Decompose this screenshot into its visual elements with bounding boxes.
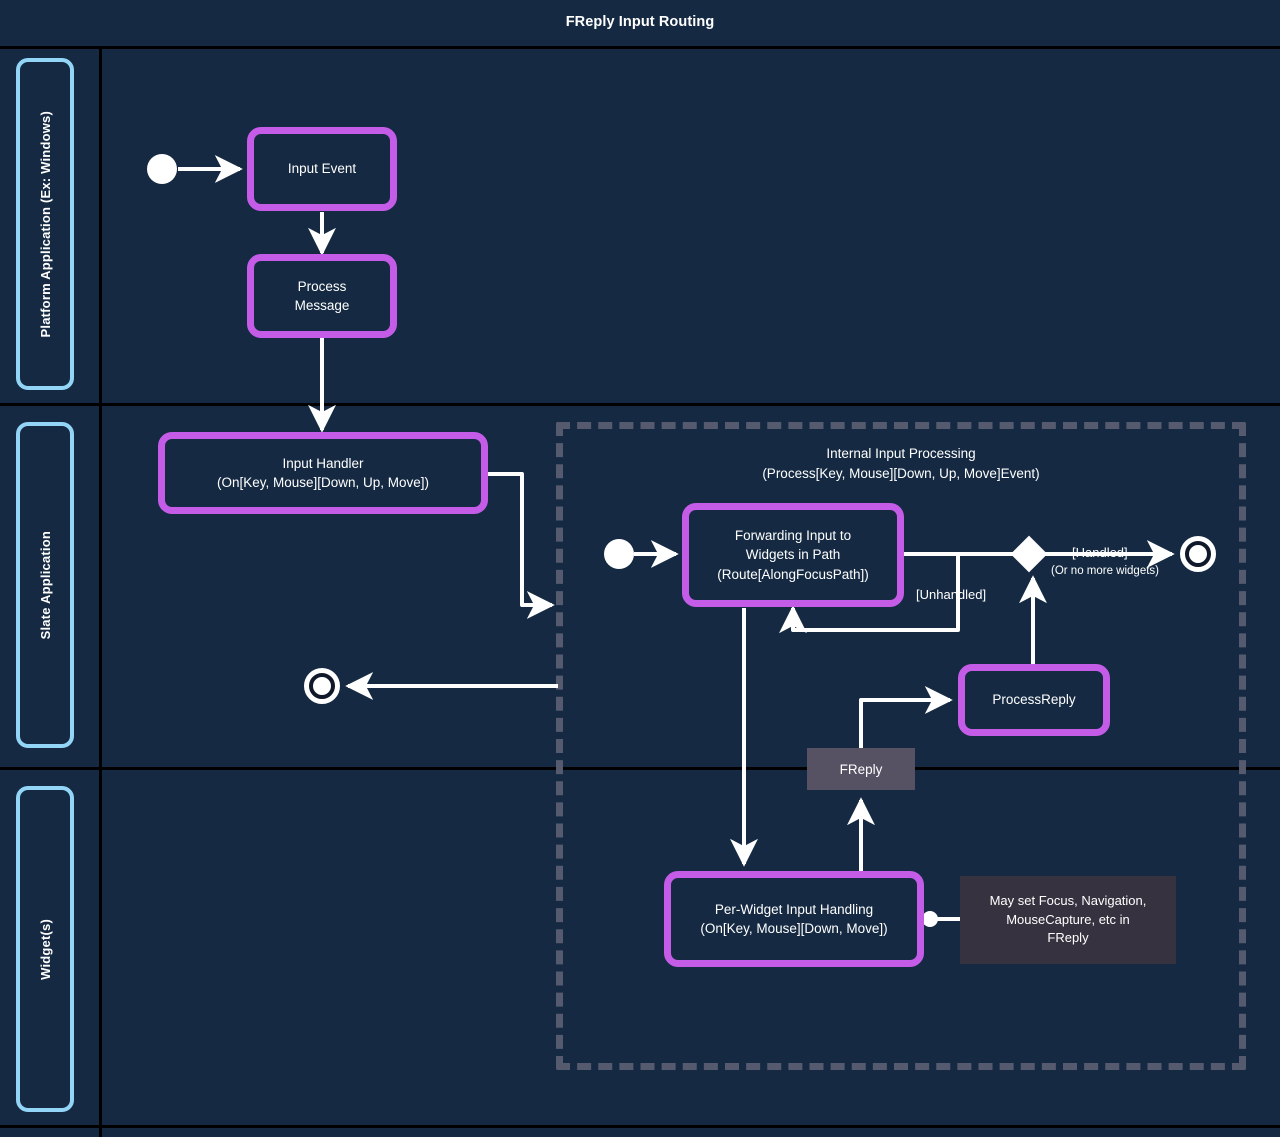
lane-divider-2 (0, 767, 1280, 770)
internal-input-processing-title: Internal Input Processing (Process[Key, … (762, 446, 1040, 481)
lane-divider-1 (0, 403, 1280, 406)
lane-label-text: Platform Application (Ex: Windows) (37, 110, 53, 338)
lane-label-text: Slate Application (37, 530, 53, 640)
node-input-event[interactable]: Input Event (247, 127, 397, 211)
lane-label-text: Widget(s) (37, 918, 53, 980)
lane-platform-application: Platform Application (Ex: Windows) (16, 58, 74, 390)
lane-divider-vertical (99, 46, 102, 1137)
node-process-reply[interactable]: ProcessReply (958, 664, 1110, 736)
end-node-internal (1180, 536, 1216, 572)
lane-divider-top (0, 46, 1280, 49)
page-title: FReply Input Routing (565, 14, 715, 30)
edge-input-handler-to-region (488, 472, 555, 619)
freply-object[interactable]: FReply (807, 748, 915, 790)
node-process-message[interactable]: Process Message (247, 254, 397, 338)
internal-input-processing-region (556, 422, 1246, 1070)
end-node-slate (304, 668, 340, 704)
edge-label-handled-sub: (Or no more widgets) (1051, 565, 1160, 577)
node-input-handler[interactable]: Input Handler (On[Key, Mouse][Down, Up, … (158, 432, 488, 514)
lane-widgets: Widget(s) (16, 786, 74, 1112)
start-node-internal (604, 539, 634, 569)
lane-slate-application: Slate Application (16, 422, 74, 748)
node-forwarding-input[interactable]: Forwarding Input to Widgets in Path (Rou… (682, 503, 904, 607)
lane-divider-bottom (0, 1125, 1280, 1128)
node-per-widget-input-handling[interactable]: Per-Widget Input Handling (On[Key, Mouse… (664, 871, 924, 967)
edge-label-unhandled: [Unhandled] (916, 587, 987, 602)
note-freply-effects: May set Focus, Navigation, MouseCapture,… (960, 876, 1176, 964)
start-node-platform (147, 154, 177, 184)
edge-label-handled: [Handled] (1072, 545, 1128, 560)
